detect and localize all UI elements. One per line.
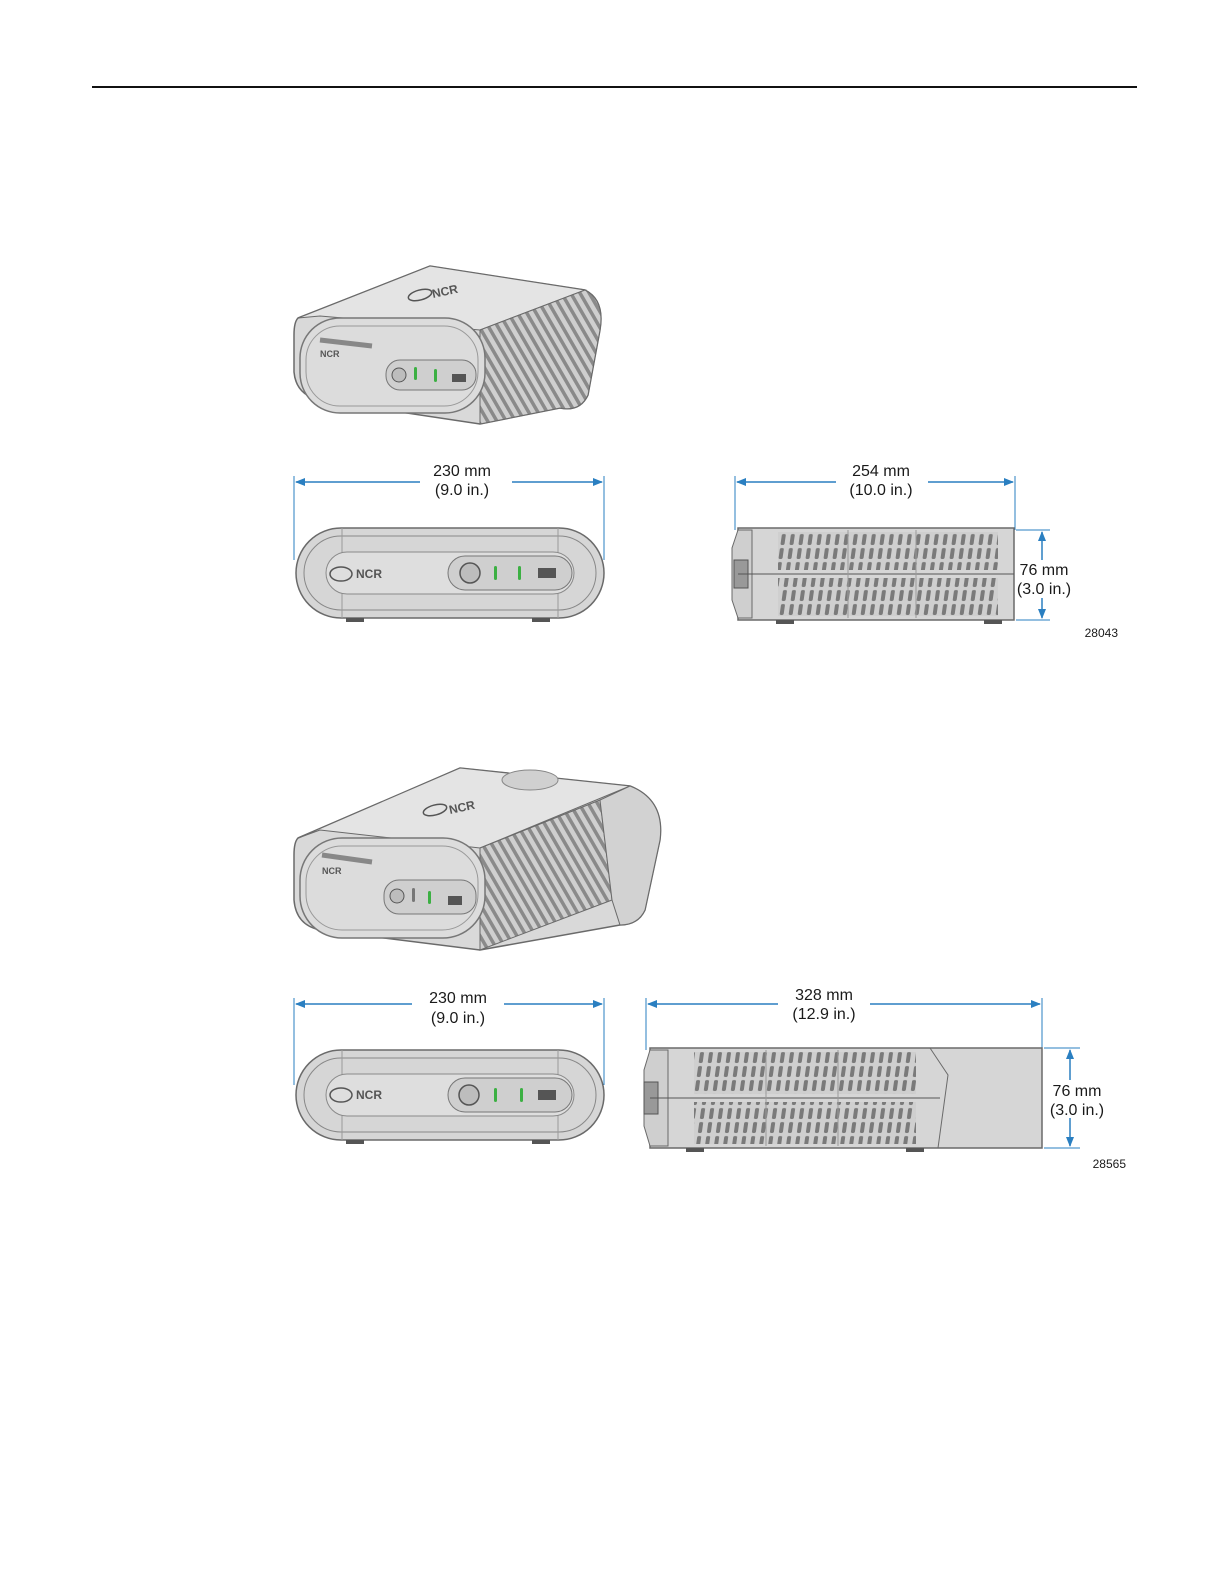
figure-1-front-width-mm: 230 mm <box>433 463 491 480</box>
figure-1-side-depth-mm: 254 mm <box>852 463 910 480</box>
figure-2: NCR NCR 230 mm (9.0 in.) NCR <box>294 768 1126 1171</box>
figure-2-front-width-mm: 230 mm <box>429 990 487 1007</box>
figure-2-side-depth-in: (12.9 in.) <box>792 1006 855 1023</box>
figure-2-side-height-mm: 76 mm <box>1053 1083 1102 1100</box>
figure-1-led-1 <box>494 566 497 580</box>
figure-1-side-depth-in: (10.0 in.) <box>849 482 912 499</box>
figure-2-front-view: 230 mm (9.0 in.) NCR <box>294 988 604 1144</box>
figure-1-power-button <box>460 563 480 583</box>
figure-1: NCR NCR 230 mm (9.0 in.) NCR <box>294 266 1118 640</box>
figure-2-isometric-view: NCR NCR <box>294 768 661 950</box>
figure-1-side-height-in: (3.0 in.) <box>1017 581 1071 598</box>
figure-1-isometric-view: NCR NCR <box>294 266 601 424</box>
figure-2-id: 28565 <box>1093 1157 1127 1171</box>
figure-2-front-logo: NCR <box>356 1088 382 1102</box>
figure-1-front-view: 230 mm (9.0 in.) NCR <box>294 462 604 622</box>
figure-1-front-logo: NCR <box>356 567 382 581</box>
figure-1-usb-port <box>538 568 556 578</box>
figure-2-power-button <box>459 1085 479 1105</box>
figure-2-iso-front-logo: NCR <box>322 866 342 876</box>
figure-2-led-2 <box>520 1088 523 1102</box>
figure-2-side-height-in: (3.0 in.) <box>1050 1102 1104 1119</box>
figure-1-id: 28043 <box>1085 626 1119 640</box>
figure-2-side-view: 328 mm (12.9 in.) 76 mm (3.0 in.) <box>644 984 1108 1152</box>
figure-2-usb-port <box>538 1090 556 1100</box>
figure-1-iso-front-logo: NCR <box>320 349 340 359</box>
figure-1-front-width-in: (9.0 in.) <box>435 482 489 499</box>
figure-1-side-view: 254 mm (10.0 in.) 76 mm (3.0 in.) <box>732 462 1076 624</box>
figure-1-led-2 <box>518 566 521 580</box>
figure-2-side-depth-mm: 328 mm <box>795 987 853 1004</box>
figure-1-side-height-mm: 76 mm <box>1020 562 1069 579</box>
figure-2-led-1 <box>494 1088 497 1102</box>
figure-2-front-width-in: (9.0 in.) <box>431 1010 485 1027</box>
